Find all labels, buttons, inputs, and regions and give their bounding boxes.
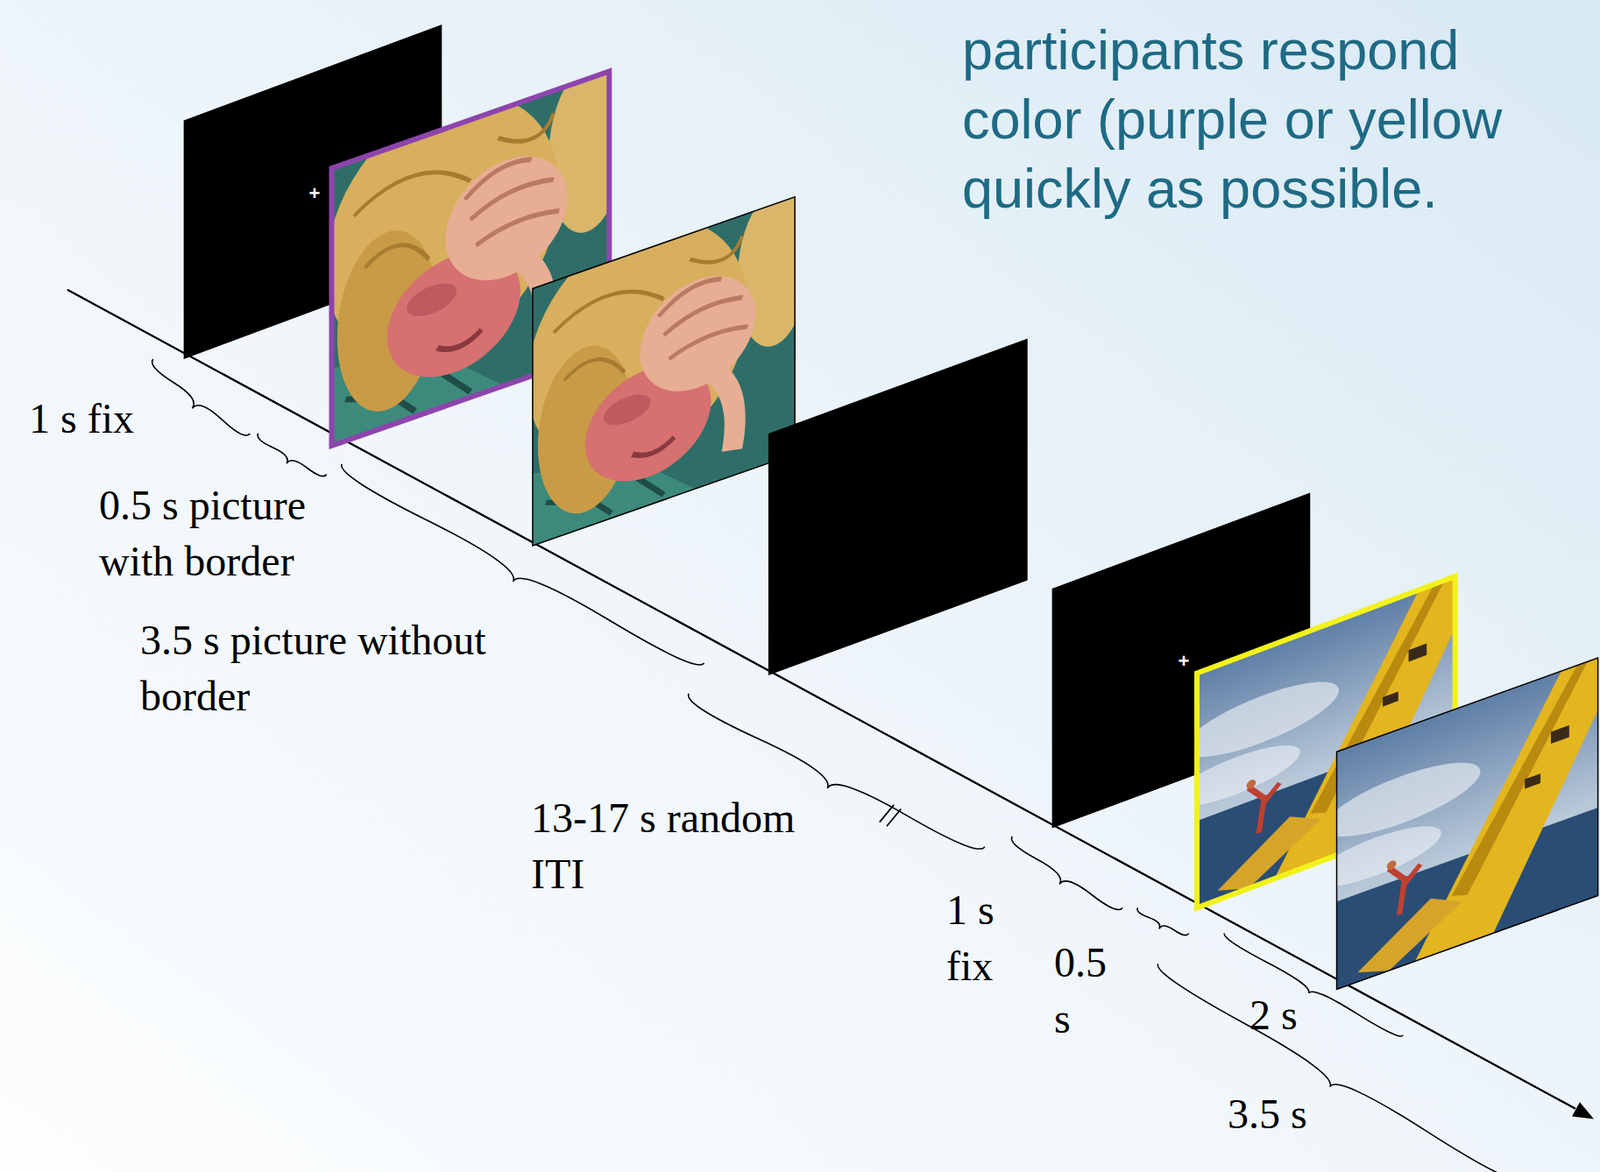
picture-outline: [532, 197, 795, 546]
duration-label: 3.5 s: [1227, 1086, 1351, 1143]
curly-brace: [1157, 963, 1521, 1172]
duration-label: 1 s fix: [28, 390, 205, 447]
duration-label: 13-17 s random ITI: [530, 790, 847, 903]
picture-screen: [532, 197, 795, 546]
duration-label: 3.5 s picture without border: [140, 612, 553, 725]
curly-brace: [1011, 836, 1122, 911]
time-axis: [67, 290, 1576, 1110]
curly-brace: [152, 359, 251, 436]
curly-brace: [257, 433, 327, 477]
instruction-text: participants respond color (purple or ye…: [962, 15, 1593, 224]
brace-group: [152, 359, 1522, 1172]
fixation-cross: +: [1170, 648, 1197, 675]
picture-outline: [1337, 658, 1599, 990]
axis-arrowhead: [1571, 1102, 1594, 1119]
curly-brace: [1137, 907, 1190, 935]
blank-screen: [768, 339, 1028, 676]
duration-label: 0.5 s: [1054, 934, 1112, 1048]
break-mark: [886, 808, 901, 827]
duration-label: 1 s fix: [946, 882, 1008, 995]
fixation-cross: +: [301, 180, 328, 207]
picture-screen: [1337, 658, 1599, 990]
duration-label: 2 s: [1249, 987, 1338, 1044]
duration-label: 0.5 s picture with border: [99, 477, 354, 590]
